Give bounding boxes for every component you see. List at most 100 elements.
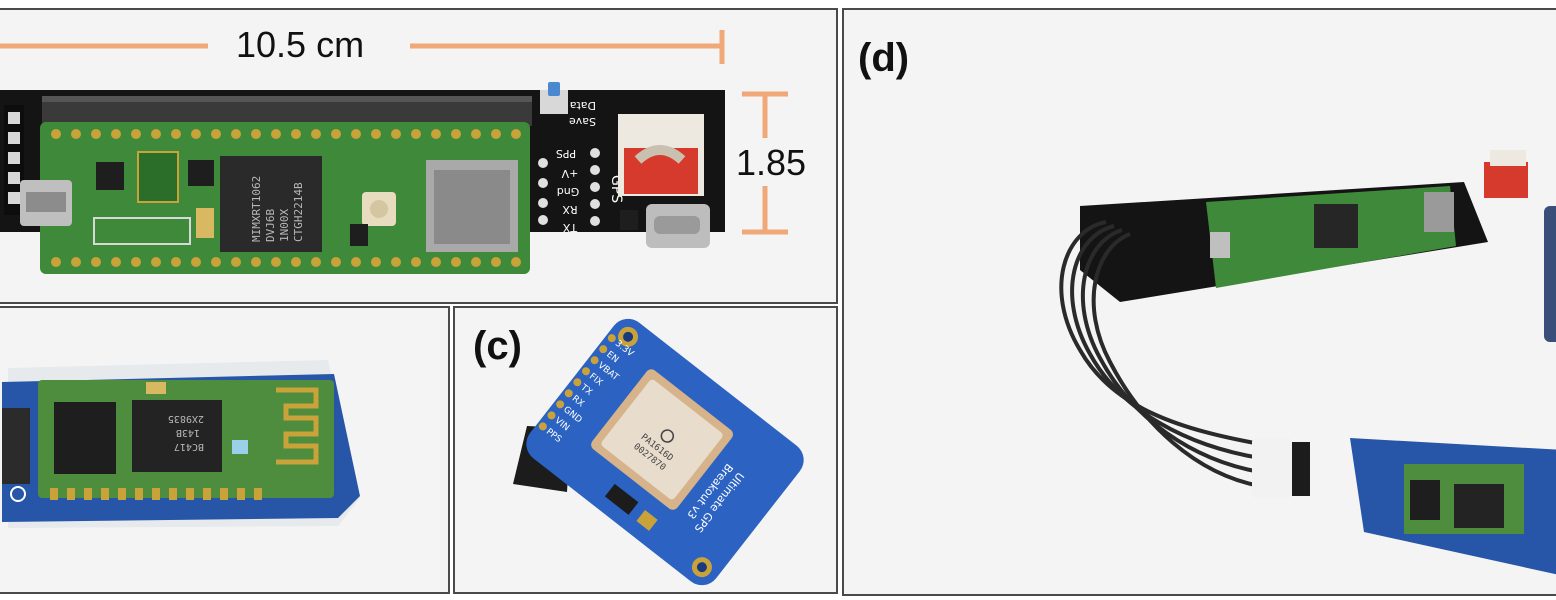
bt-main-chip: [132, 400, 222, 472]
gps-module-photo: PA1616D 0027870 3.3V EN VBAT FIX TX RX G…: [513, 318, 804, 586]
teensy-pin-hole: [351, 129, 361, 139]
gps-pin-hole: [607, 334, 616, 343]
teensy-pin-hole: [291, 257, 301, 267]
teensy-logger-photo: MIMXRT1062 DVJ6B 1N00X CTGH2214B PPS +V …: [0, 30, 788, 274]
teensy-pin-hole: [371, 129, 381, 139]
teensy-pin-hole: [111, 129, 121, 139]
mcu-line-1: MIMXRT1062: [250, 176, 263, 242]
teensy-pin-hole: [491, 257, 501, 267]
teensy-pin-hole: [91, 257, 101, 267]
bt-castellated-pad: [237, 488, 245, 500]
teensy-pin-hole: [171, 129, 181, 139]
panel-b: 2X9835 143B BC417: [0, 306, 450, 594]
bt-chip-line-1: 2X9835: [168, 413, 204, 424]
teensy-pin-hole: [251, 257, 261, 267]
bluetooth-module-photo: 2X9835 143B BC417: [2, 360, 360, 528]
bt-chip-line-2: 143B: [176, 427, 200, 438]
white-header-connector: [1252, 438, 1292, 498]
teensy-pin-hole: [431, 129, 441, 139]
assembled-system-photo: [1059, 150, 1556, 575]
teensy-pin-hole: [351, 257, 361, 267]
teensy-pin-hole: [111, 257, 121, 267]
label-data: Data: [570, 99, 596, 112]
bt-castellated-pad: [254, 488, 262, 500]
teensy-pin-hole: [431, 257, 441, 267]
teensy-pin-hole: [231, 257, 241, 267]
teensy-pin-hole: [151, 257, 161, 267]
gps-pin-tx: TX: [562, 221, 578, 234]
bt-castellated-pad: [50, 488, 58, 500]
gps-pin-hole: [573, 378, 582, 387]
bt-castellated-pad: [118, 488, 126, 500]
label-save: Save: [569, 115, 596, 128]
mcu-line-4: CTGH2214B: [292, 182, 305, 242]
panel-c-label: (c): [473, 324, 522, 368]
teensy-pin-hole: [371, 257, 381, 267]
teensy-pin-hole: [491, 129, 501, 139]
teensy-pin-hole: [51, 129, 61, 139]
gps-pin-hole: [581, 367, 590, 376]
panel-a: MIMXRT1062 DVJ6B 1N00X CTGH2214B PPS +V …: [0, 8, 838, 304]
teensy-pin-hole: [471, 129, 481, 139]
teensy-pin-hole: [131, 257, 141, 267]
gps-pin-hole: [547, 411, 556, 420]
teensy-pin-hole: [511, 129, 521, 139]
teensy-pin-hole: [271, 129, 281, 139]
bt-chip-line-3: BC417: [174, 441, 204, 452]
gps-pin-pps: PPS: [556, 147, 576, 160]
teensy-pin-hole: [451, 257, 461, 267]
teensy-pin-hole: [271, 257, 281, 267]
bt-castellated-pad: [152, 488, 160, 500]
teensy-pin-hole: [391, 257, 401, 267]
gps-pin-hole: [556, 400, 565, 409]
gps-pin-rx: RX: [562, 203, 578, 216]
teensy-pin-hole: [51, 257, 61, 267]
bt-castellated-pad: [101, 488, 109, 500]
gps-pin-hole: [538, 422, 547, 431]
teensy-pin-hole: [251, 129, 261, 139]
teensy-pin-hole: [451, 129, 461, 139]
main-mcu-chip: [220, 156, 322, 252]
teensy-pin-hole: [151, 129, 161, 139]
teensy-pin-hole: [71, 129, 81, 139]
teensy-pin-hole: [311, 257, 321, 267]
panel-d: (d): [842, 8, 1556, 596]
teensy-pin-hole: [171, 257, 181, 267]
teensy-pin-hole: [391, 129, 401, 139]
teensy-pin-hole: [91, 129, 101, 139]
bt-castellated-pad: [169, 488, 177, 500]
teensy-pin-hole: [471, 257, 481, 267]
height-dimension-label: 1.85: [736, 142, 807, 183]
gps-pin-gnd: Gnd: [557, 185, 579, 198]
teensy-pin-hole: [191, 129, 201, 139]
teensy-pin-hole: [191, 257, 201, 267]
teensy-pin-hole: [291, 129, 301, 139]
teensy-pin-hole: [331, 257, 341, 267]
teensy-pin-hole: [71, 257, 81, 267]
panel-c: PA1616D 0027870 3.3V EN VBAT FIX TX RX G…: [453, 306, 838, 594]
gps-pin-hole: [599, 345, 608, 354]
teensy-pin-hole: [231, 129, 241, 139]
teensy-pin-hole: [331, 129, 341, 139]
gps-pin-v: +V: [561, 167, 578, 180]
gps-pin-hole: [564, 389, 573, 398]
teensy-pin-hole: [211, 129, 221, 139]
bt-castellated-pad: [135, 488, 143, 500]
bt-castellated-pad: [67, 488, 75, 500]
mcu-line-3: 1N00X: [278, 209, 291, 242]
teensy-pin-hole: [411, 257, 421, 267]
teensy-pin-hole: [211, 257, 221, 267]
bt-castellated-pad: [186, 488, 194, 500]
panel-d-label: (d): [858, 36, 910, 80]
bt-flash-chip: [54, 402, 116, 474]
teensy-pin-hole: [311, 129, 321, 139]
teensy-pin-hole: [131, 129, 141, 139]
teensy-pin-hole: [511, 257, 521, 267]
bt-castellated-pad: [220, 488, 228, 500]
mcu-line-2: DVJ6B: [264, 209, 277, 242]
bt-castellated-pad: [203, 488, 211, 500]
bt-castellated-pad: [84, 488, 92, 500]
teensy-pin-hole: [411, 129, 421, 139]
gps-pin-hole: [590, 356, 599, 365]
width-dimension-label: 10.5 cm: [236, 24, 365, 65]
